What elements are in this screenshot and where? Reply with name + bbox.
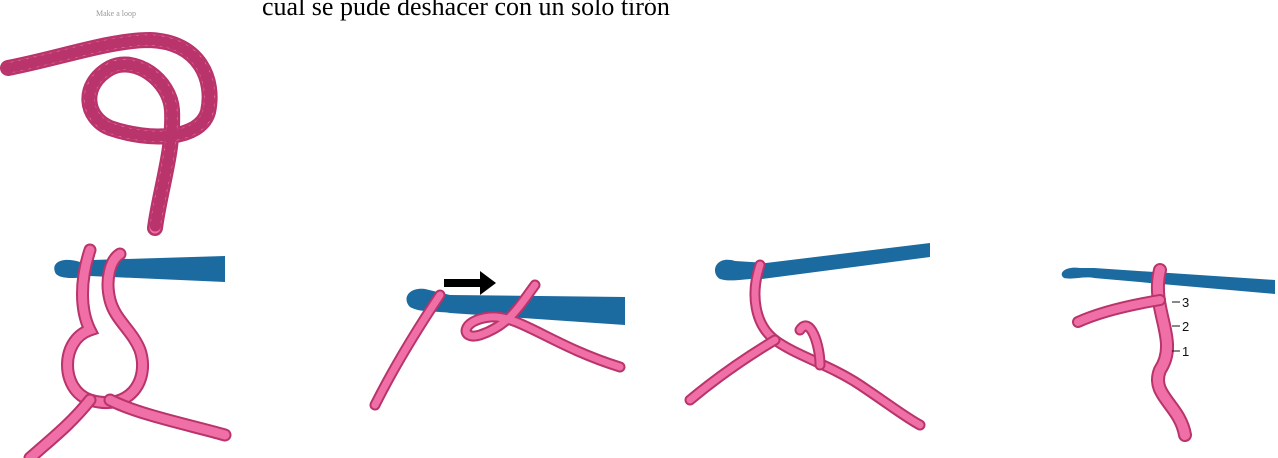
figure-pull-through (680, 235, 940, 431)
figure-yarn-over (369, 265, 630, 415)
arrow-right-icon (444, 271, 496, 295)
yarn-over-illustration (369, 271, 626, 411)
crochet-hook (715, 243, 930, 281)
hook-loop-illustration (23, 243, 232, 458)
instruction-caption: cual se pude deshacer con un solo tirón (262, 0, 670, 21)
figure-chain-stitches: 3 2 1 (1050, 250, 1278, 442)
chain-stitches-illustration: 3 2 1 (1061, 263, 1275, 442)
crochet-hook (54, 256, 225, 282)
crochet-hook (1061, 267, 1275, 294)
stitch-number-2: 2 (1182, 319, 1189, 334)
figure-make-a-loop: Make a loop (0, 0, 230, 236)
figure-hook-through-loop (20, 240, 232, 458)
stitch-number-1: 1 (1182, 344, 1189, 359)
yarn-loop-illustration (0, 31, 218, 236)
figure-label: Make a loop (96, 9, 136, 18)
pull-through-illustration (684, 243, 930, 431)
stitch-number-3: 3 (1182, 295, 1189, 310)
